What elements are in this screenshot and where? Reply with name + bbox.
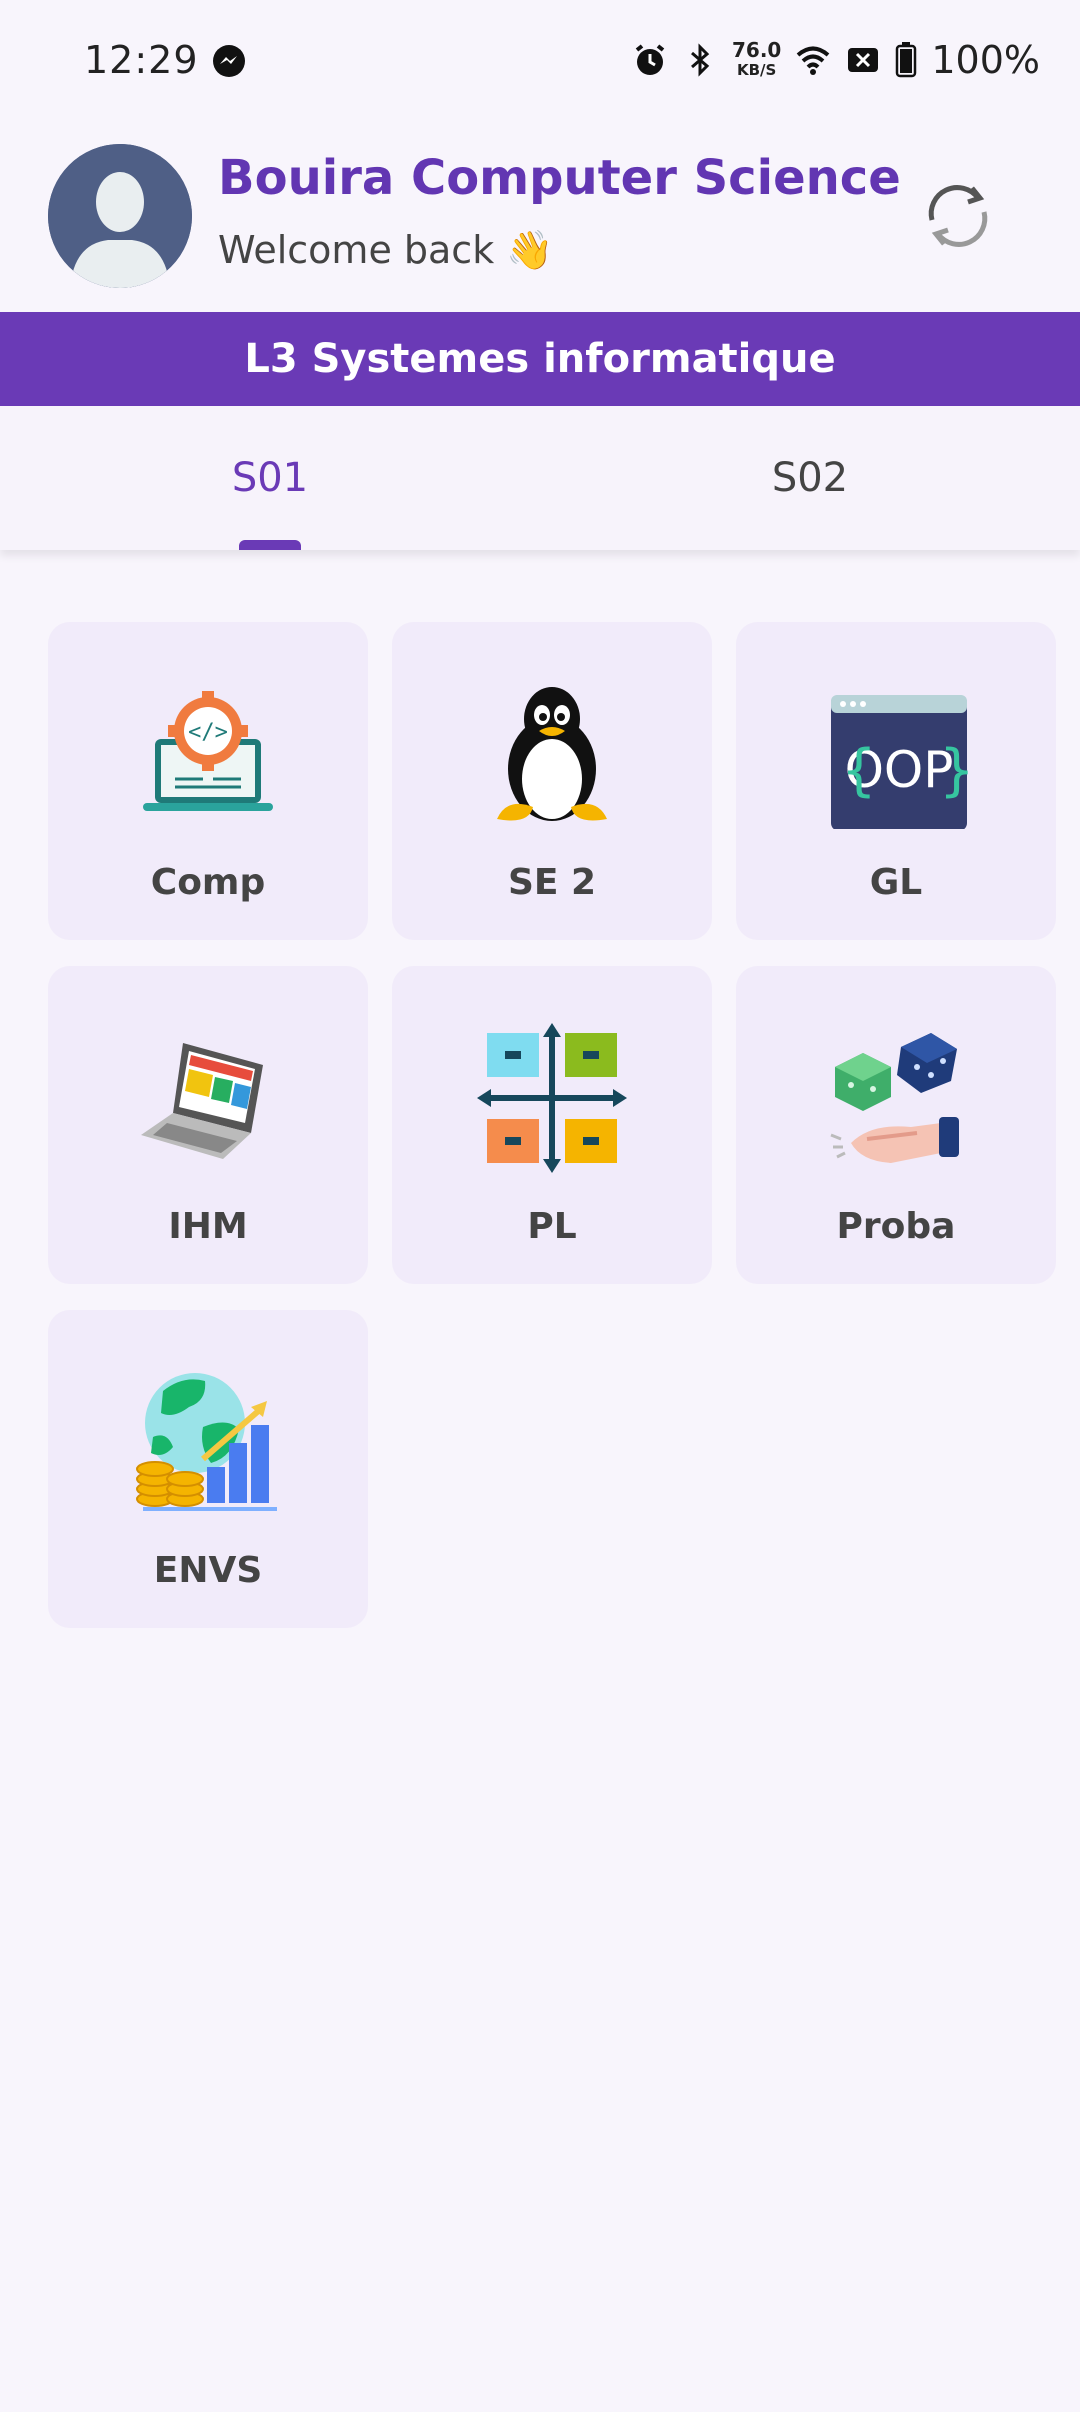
module-card-envs[interactable]: ENVS	[48, 1310, 368, 1628]
module-card-ihm[interactable]: IHM	[48, 966, 368, 1284]
module-label: PL	[527, 1206, 577, 1247]
header: Bouira Computer Science Welcome back 👋	[0, 124, 1080, 312]
linux-penguin-icon	[497, 687, 607, 821]
module-label: GL	[869, 862, 923, 903]
module-label: ENVS	[153, 1550, 263, 1591]
status-time: 12:29	[84, 38, 199, 82]
svg-text:OOP: OOP	[845, 741, 954, 799]
svg-text:}: }	[939, 738, 971, 803]
battery-percentage: 100%	[931, 38, 1040, 82]
svg-text:</>: </>	[188, 720, 228, 745]
module-label: SE 2	[507, 862, 597, 903]
module-label: Proba	[836, 1206, 956, 1247]
module-card-pl[interactable]: PL	[392, 966, 712, 1284]
module-card-proba[interactable]: Proba	[736, 966, 1056, 1284]
dice-hand-icon	[830, 1033, 959, 1163]
module-label: IHM	[168, 1206, 248, 1247]
alarm-icon	[635, 44, 665, 75]
network-speed: 76.0 KB/S	[732, 40, 781, 80]
module-card-gl[interactable]: OOP { } GL	[736, 622, 1056, 940]
person-silhouette-icon	[48, 144, 192, 288]
svg-text:{: {	[841, 738, 877, 803]
wifi-icon	[797, 46, 830, 75]
bluetooth-icon	[691, 43, 710, 77]
quadrant-arrows-icon	[477, 1023, 627, 1173]
class-banner: L3 Systemes informatique	[0, 312, 1080, 406]
tab-indicator	[239, 540, 301, 550]
laptop-ui-icon	[141, 1043, 263, 1159]
net-speed-value: 76.0	[732, 38, 782, 62]
battery-icon	[896, 42, 917, 78]
welcome-text: Welcome back 👋	[218, 228, 554, 272]
module-label: Comp	[150, 862, 266, 903]
oop-window-icon: OOP { }	[831, 695, 971, 829]
globe-coins-chart-icon	[136, 1373, 277, 1511]
module-card-comp[interactable]: </> Comp	[48, 622, 368, 940]
status-bar: 12:29 76.0 KB/S	[0, 0, 1080, 124]
no-sim-icon	[848, 48, 879, 72]
laptop-code-gear-icon: </>	[143, 691, 273, 811]
refresh-icon[interactable]	[916, 174, 1000, 258]
semester-tabs: S01 S02	[0, 406, 1080, 550]
tab-label: S02	[771, 455, 849, 501]
avatar[interactable]	[48, 144, 192, 288]
module-card-se2[interactable]: SE 2	[392, 622, 712, 940]
tab-s02[interactable]: S02	[540, 406, 1080, 550]
app-title: Bouira Computer Science	[218, 150, 901, 206]
messenger-icon	[213, 45, 245, 77]
tab-s01[interactable]: S01	[0, 406, 540, 550]
net-speed-unit: KB/S	[737, 61, 777, 79]
tab-label: S01	[231, 455, 309, 501]
